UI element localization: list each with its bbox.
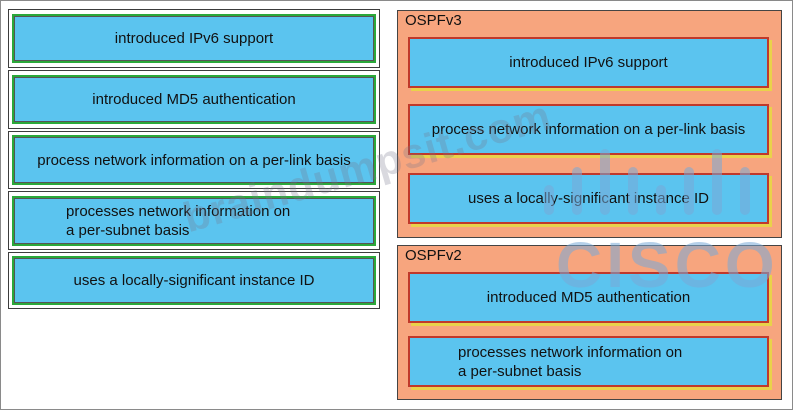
source-slot xyxy=(8,70,380,129)
ospfv3-title: OSPFv3 xyxy=(405,12,462,29)
target-item-label: introduced IPv6 support xyxy=(509,54,668,71)
target-item-label: process network information on a per-lin… xyxy=(431,121,746,138)
ospfv2-group: OSPFv2 introduced MD5 authentication pro… xyxy=(397,245,782,400)
target-item-label: introduced MD5 authentication xyxy=(486,289,691,306)
ospfv3-item-per-link[interactable]: process network information on a per-lin… xyxy=(408,104,769,155)
ospfv2-item-per-subnet[interactable]: processes network information on a per-s… xyxy=(408,336,769,387)
source-item-line: a per-subnet basis xyxy=(66,222,190,239)
source-item-per-subnet[interactable]: processes network information on a per-s… xyxy=(12,196,376,246)
ospfv2-title: OSPFv2 xyxy=(405,247,462,264)
source-item-ipv6[interactable]: introduced IPv6 support xyxy=(12,14,376,63)
source-item-label: uses a locally-significant instance ID xyxy=(73,272,315,289)
ospfv2-item-md5[interactable]: introduced MD5 authentication xyxy=(408,272,769,323)
source-slot xyxy=(8,191,380,250)
source-panel: introduced IPv6 support introduced MD5 a… xyxy=(6,9,381,399)
ospfv3-item-instance-id[interactable]: uses a locally-significant instance ID xyxy=(408,173,769,224)
ospfv3-group: OSPFv3 introduced IPv6 support process n… xyxy=(397,10,782,238)
source-slot xyxy=(8,131,380,189)
source-slot xyxy=(8,252,380,309)
source-item-instance-id[interactable]: uses a locally-significant instance ID xyxy=(12,256,376,305)
source-item-label: process network information on a per-lin… xyxy=(37,151,351,169)
target-item-label: uses a locally-significant instance ID xyxy=(468,190,709,207)
source-item-label: introduced IPv6 support xyxy=(114,30,274,47)
source-item-text: processes network information on a per-s… xyxy=(66,202,290,240)
target-item-line: processes network information on xyxy=(458,343,683,361)
target-item-text: processes network information on a per-s… xyxy=(458,343,682,381)
source-item-label: introduced MD5 authentication xyxy=(92,91,296,108)
ospfv3-item-ipv6[interactable]: introduced IPv6 support xyxy=(408,37,769,88)
source-item-per-link[interactable]: process network information on a per-lin… xyxy=(12,135,376,185)
target-item-line: a per-subnet basis xyxy=(458,362,582,380)
source-item-line: processes network information on xyxy=(66,203,291,220)
source-slot xyxy=(8,9,380,68)
source-item-md5[interactable]: introduced MD5 authentication xyxy=(12,75,376,124)
